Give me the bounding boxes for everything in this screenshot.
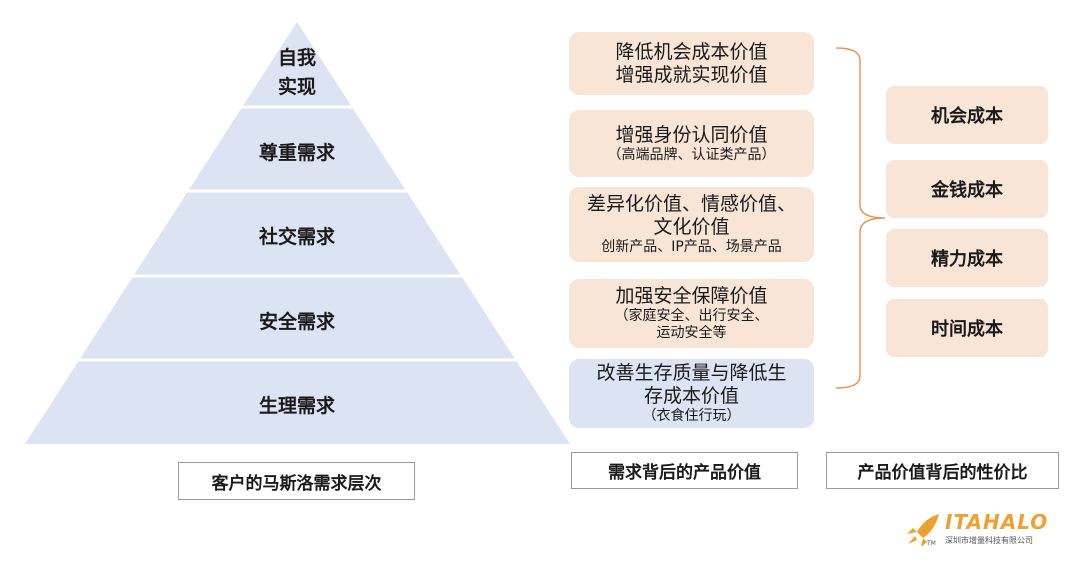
value-box: 差异化价值、情感价值、 文化价值 创新产品、IP产品、场景产品 bbox=[569, 187, 814, 262]
value-sub: 创新产品、IP产品、场景产品 bbox=[601, 238, 782, 255]
company-logo: TM ITAHALO 深圳市增量科技有限公司 bbox=[905, 510, 1080, 550]
pyramid-level-social: 社交需求 bbox=[258, 226, 335, 248]
trademark: TM bbox=[927, 540, 936, 547]
value-main: 增强身份认同价值 bbox=[615, 123, 768, 146]
cost-energy: 精力成本 bbox=[886, 229, 1048, 287]
value-main: 降低机会成本价值 bbox=[615, 40, 768, 63]
value-box: 加强安全保障价值 （家庭安全、出行安全、 运动安全等 bbox=[569, 279, 814, 348]
values-caption: 需求背后的产品价值 bbox=[571, 452, 798, 489]
value-box: 增强身份认同价值 （高端品牌、认证类产品） bbox=[569, 110, 814, 177]
value-sub: （家庭安全、出行安全、 bbox=[614, 308, 769, 325]
cost-time: 时间成本 bbox=[886, 299, 1048, 357]
costs-caption: 产品价值背后的性价比 bbox=[826, 452, 1059, 489]
cost-money: 金钱成本 bbox=[886, 160, 1048, 218]
pyramid-level-esteem: 尊重需求 bbox=[258, 142, 335, 164]
value-sub: （衣食住行玩） bbox=[642, 407, 741, 424]
bracket bbox=[835, 47, 886, 389]
pyramid-caption: 客户的马斯洛需求层次 bbox=[178, 462, 415, 500]
value-sub: （高端品牌、认证类产品） bbox=[607, 146, 776, 163]
value-box: 改善生存质量与降低生 存成本价值 （衣食住行玩） bbox=[569, 359, 814, 428]
value-main: 加强安全保障价值 bbox=[615, 285, 768, 308]
value-box: 降低机会成本价值 增强成就实现价值 bbox=[569, 32, 814, 95]
pyramid-level-physiological: 生理需求 bbox=[258, 395, 335, 417]
value-main: 改善生存质量与降低生 bbox=[596, 362, 787, 385]
pyramid-level-safety: 安全需求 bbox=[258, 311, 335, 333]
pyramid-level-self-actualization: 自我 实现 bbox=[277, 47, 316, 98]
logo-company: 深圳市增量科技有限公司 bbox=[945, 536, 1033, 545]
logo-name: ITAHALO bbox=[945, 510, 1049, 534]
value-main: 存成本价值 bbox=[643, 385, 739, 408]
value-main: 文化价值 bbox=[653, 216, 730, 239]
value-sub: 运动安全等 bbox=[656, 324, 727, 341]
rocket-icon bbox=[907, 514, 939, 547]
value-main: 增强成就实现价值 bbox=[615, 63, 768, 86]
value-main: 差异化价值、情感价值、 bbox=[586, 193, 796, 216]
cost-opportunity: 机会成本 bbox=[886, 86, 1048, 144]
